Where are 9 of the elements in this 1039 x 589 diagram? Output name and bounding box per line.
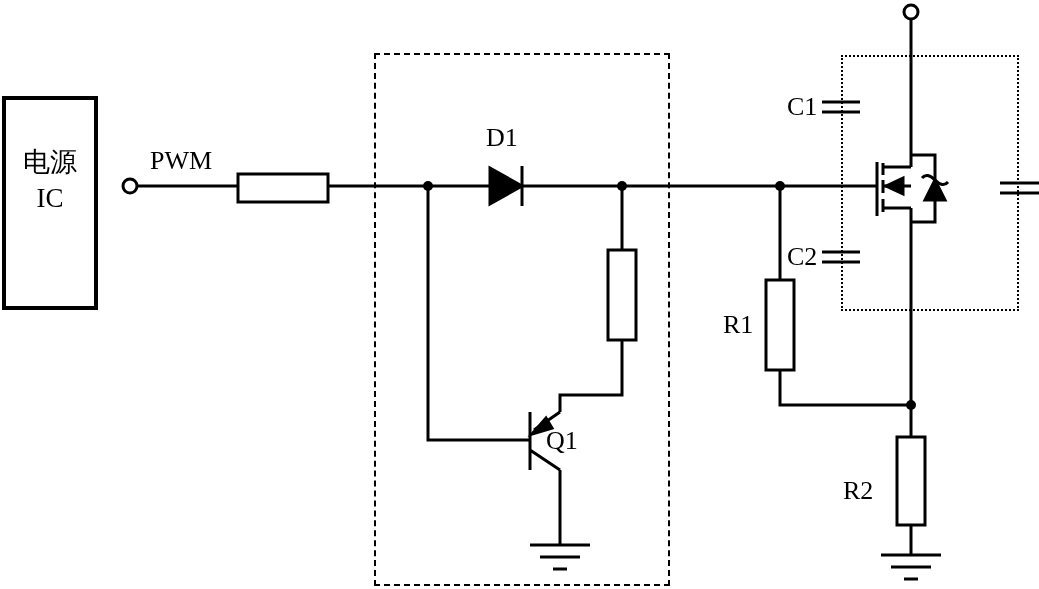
ic-label: 电源IC (22, 146, 78, 215)
signal-label: PWM (150, 148, 213, 174)
component-label: C1 (787, 94, 818, 120)
component-label: D1 (486, 125, 518, 151)
component-label: C2 (787, 244, 818, 270)
component-label: Q1 (546, 428, 578, 454)
ic-block (2, 96, 98, 310)
component-label: R1 (723, 312, 754, 338)
component-label: R2 (843, 478, 874, 504)
